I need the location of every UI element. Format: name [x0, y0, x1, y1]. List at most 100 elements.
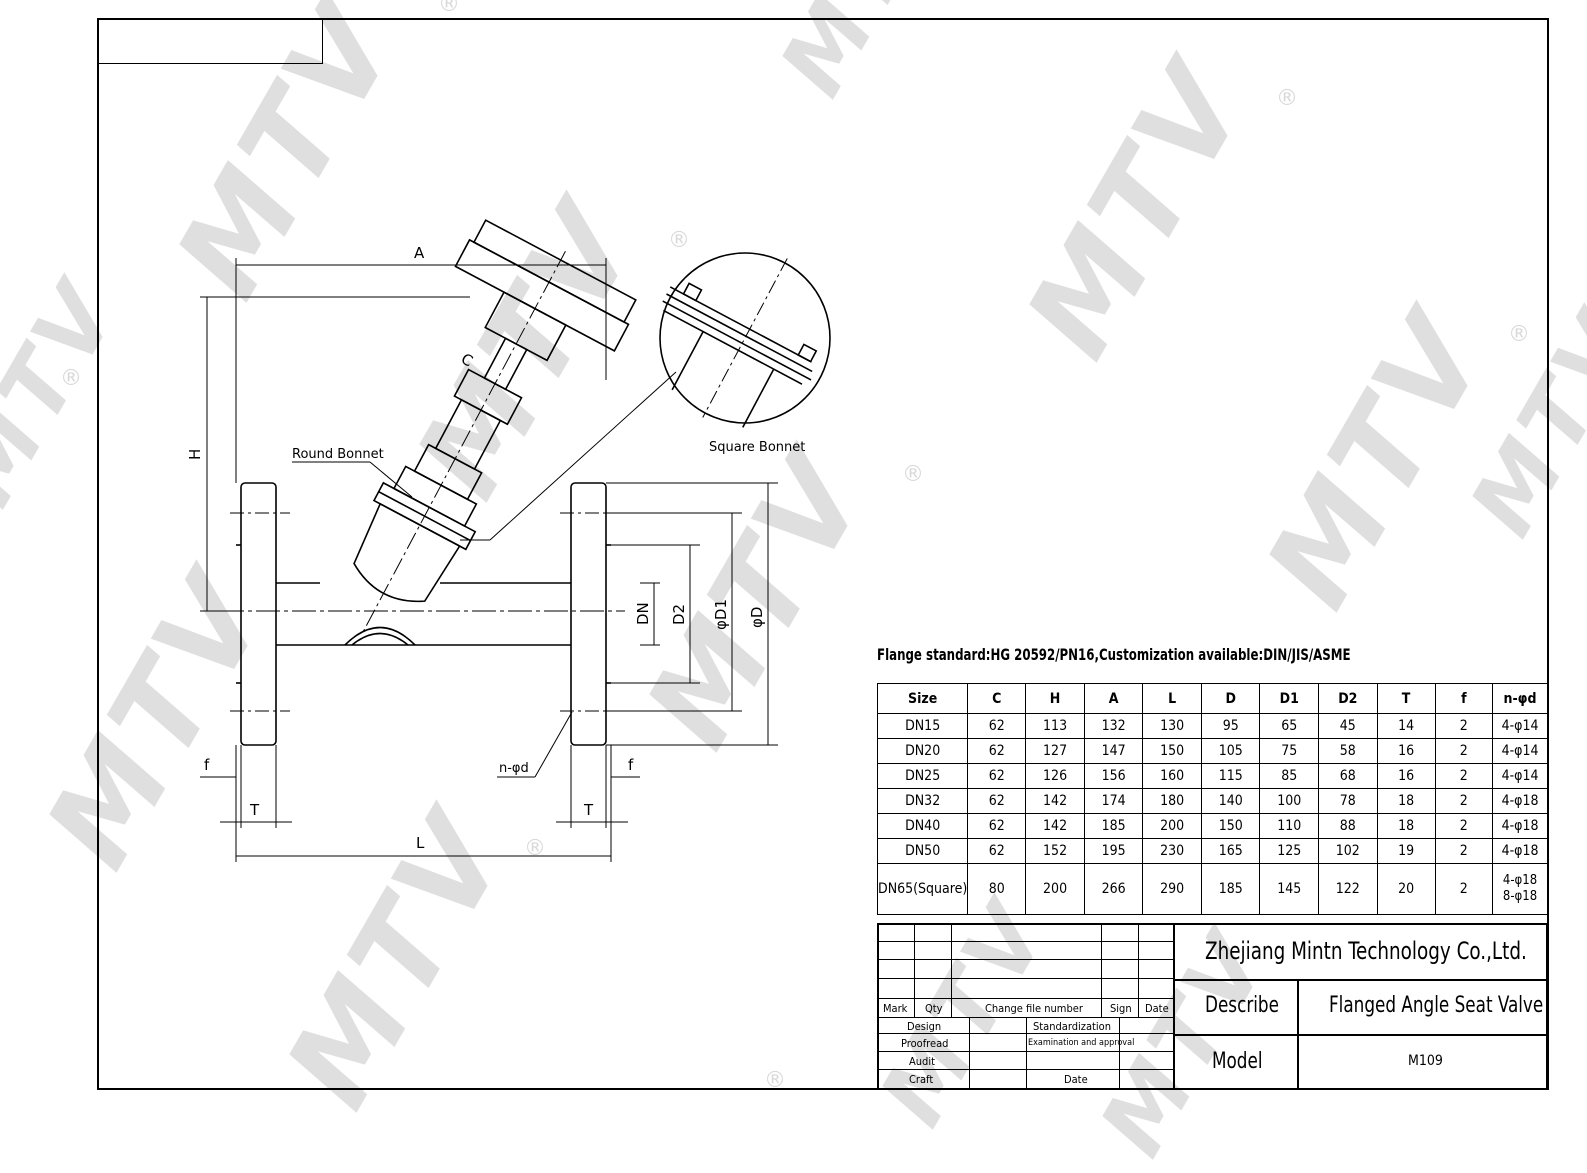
approval-proofread: Proofread — [901, 1037, 949, 1050]
dim-f-right-label: f — [628, 756, 634, 774]
dim-t-right-label: T — [583, 801, 594, 819]
registered-mark-icon: ® — [1276, 86, 1298, 111]
spec-cell: 62 — [967, 738, 1027, 764]
spec-header-cell: A — [1083, 683, 1144, 714]
spec-cell: 62 — [967, 713, 1027, 739]
registered-mark-icon: ® — [438, 0, 460, 17]
spec-header-cell: n-φd — [1492, 683, 1548, 714]
spec-cell: 125 — [1259, 838, 1320, 864]
spec-cell: DN65(Square) — [876, 863, 969, 915]
spec-cell: 147 — [1083, 738, 1144, 764]
spec-cell: 16 — [1376, 738, 1436, 764]
spec-cell: 105 — [1200, 738, 1261, 764]
spec-cell: 4-φ14 — [1492, 713, 1548, 739]
spec-cell: 4-φ18 — [1492, 838, 1548, 864]
spec-cell: 18 — [1376, 788, 1436, 814]
spec-cell: 2 — [1434, 713, 1494, 739]
spec-cell: 200 — [1025, 863, 1085, 915]
spec-cell: DN25 — [876, 763, 969, 789]
spec-cell: 4-φ14 — [1492, 763, 1548, 789]
registered-mark-icon: ® — [524, 836, 546, 861]
registered-mark-icon: ® — [1508, 322, 1530, 347]
spec-cell: 152 — [1025, 838, 1085, 864]
model-label: Model — [1212, 1049, 1263, 1074]
spec-cell: 80 — [967, 863, 1027, 915]
rev-change-file-header: Change file number — [985, 1002, 1083, 1015]
registered-mark-icon: ® — [764, 1068, 786, 1093]
spec-cell: 185 — [1083, 813, 1144, 839]
spec-cell: 75 — [1259, 738, 1320, 764]
spec-cell: 230 — [1142, 838, 1202, 864]
approval-audit: Audit — [909, 1055, 935, 1068]
dim-t-left-label: T — [249, 801, 260, 819]
spec-cell: 2 — [1434, 838, 1494, 864]
spec-cell: 130 — [1142, 713, 1202, 739]
dim-d-label: φD — [748, 607, 766, 628]
spec-cell: 85 — [1259, 763, 1320, 789]
spec-cell: DN40 — [876, 813, 969, 839]
spec-header-cell: f — [1434, 683, 1494, 714]
spec-cell: DN50 — [876, 838, 969, 864]
approval-standardization: Standardization — [1033, 1020, 1111, 1033]
spec-header-cell: Size — [876, 683, 969, 714]
dim-h-label: H — [186, 449, 204, 460]
spec-header-cell: D — [1200, 683, 1261, 714]
spec-cell: 127 — [1025, 738, 1085, 764]
spec-cell: 4-φ18 — [1492, 788, 1548, 814]
square-bonnet-label: Square Bonnet — [709, 440, 805, 455]
spec-cell: 4-φ18 8-φ18 — [1492, 863, 1548, 915]
spec-cell: 14 — [1376, 713, 1436, 739]
model-value: M109 — [1408, 1053, 1443, 1069]
spec-cell: 58 — [1318, 738, 1378, 764]
round-bonnet-label: Round Bonnet — [292, 447, 384, 462]
spec-header-cell: T — [1376, 683, 1436, 714]
spec-cell: 126 — [1025, 763, 1085, 789]
spec-header-cell: H — [1025, 683, 1085, 714]
spec-cell: 62 — [967, 838, 1027, 864]
bolt-holes-label: n-φd — [499, 761, 529, 776]
approval-date: Date — [1064, 1073, 1088, 1086]
spec-cell: 142 — [1025, 813, 1085, 839]
spec-cell: 140 — [1200, 788, 1261, 814]
spec-cell: 174 — [1083, 788, 1144, 814]
title-block: Mark Qty Change file number Sign Date De… — [877, 923, 1548, 1090]
spec-cell: 150 — [1200, 813, 1261, 839]
spec-cell: 65 — [1259, 713, 1320, 739]
spec-cell: 122 — [1318, 863, 1378, 915]
spec-cell: 4-φ14 — [1492, 738, 1548, 764]
describe-label: Describe — [1205, 993, 1279, 1018]
spec-header-cell: L — [1142, 683, 1202, 714]
spec-cell: 102 — [1318, 838, 1378, 864]
spec-cell: 78 — [1318, 788, 1378, 814]
spec-header-cell: D1 — [1259, 683, 1320, 714]
spec-cell: DN20 — [876, 738, 969, 764]
spec-cell: 180 — [1142, 788, 1202, 814]
spec-cell: 62 — [967, 813, 1027, 839]
spec-cell: 195 — [1083, 838, 1144, 864]
spec-cell: 88 — [1318, 813, 1378, 839]
spec-cell: 2 — [1434, 738, 1494, 764]
spec-cell: 20 — [1376, 863, 1436, 915]
dim-a-label: A — [414, 244, 425, 262]
dim-f-left-label: f — [204, 756, 210, 774]
drawing-frame — [97, 18, 1549, 1090]
dim-dn-label: DN — [634, 602, 652, 625]
spec-cell: 2 — [1434, 788, 1494, 814]
dim-d1-label: φD1 — [712, 599, 730, 630]
spec-cell: 68 — [1318, 763, 1378, 789]
spec-cell: 113 — [1025, 713, 1085, 739]
describe-value: Flanged Angle Seat Valve — [1329, 993, 1544, 1018]
spec-header-cell: C — [967, 683, 1027, 714]
spec-cell: 200 — [1142, 813, 1202, 839]
spec-cell: 62 — [967, 763, 1027, 789]
spec-cell: 95 — [1200, 713, 1261, 739]
spec-cell: 16 — [1376, 763, 1436, 789]
